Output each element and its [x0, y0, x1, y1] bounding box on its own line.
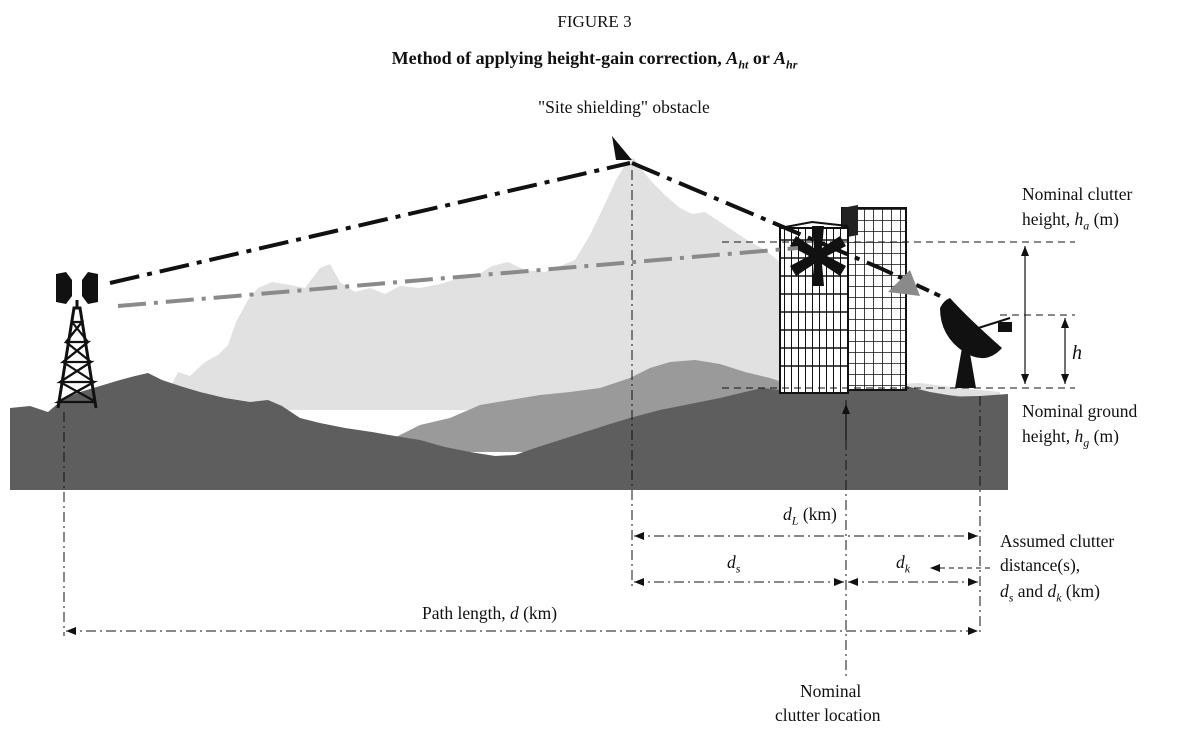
assumed-clutter-line1: Assumed clutter [1000, 531, 1115, 551]
title-var2: A [774, 48, 787, 68]
path-length-unit: (km) [518, 603, 558, 623]
obstacle-pointer-arrow [612, 136, 632, 160]
building-back [841, 205, 907, 391]
h-symbol: h [1072, 342, 1082, 364]
nominal-clutter-location-line1: Nominal [800, 681, 862, 701]
dL-unit: (km) [798, 504, 837, 524]
path-length-label: Path length, d (km) [422, 602, 557, 624]
path-length-prefix: Path length, [422, 603, 510, 623]
ground-foreground [10, 373, 1008, 490]
ds-var: d [727, 552, 736, 572]
dk-sub: k [904, 561, 911, 576]
ground-height-unit: (m) [1089, 426, 1119, 446]
assumed-clutter-line2: distance(s), [1000, 555, 1081, 575]
horizon-ray-transmitter [109, 161, 631, 285]
clutter-height-sub: a [1083, 218, 1090, 233]
dk-label: dk [896, 551, 910, 580]
path-line-gray [117, 246, 799, 308]
assumed-unit: (km) [1061, 581, 1100, 601]
h-symbol-label: h [1072, 342, 1082, 364]
assumed-dk-var: d [1047, 581, 1057, 601]
figure-label: FIGURE 3 [557, 12, 632, 31]
dL-sub: L [791, 513, 799, 528]
assumed-ds-var: d [1000, 581, 1009, 601]
clutter-height-label-line1: Nominal clutter [1022, 184, 1133, 204]
clutter-height-label-line2: height, ha (m) [1022, 208, 1119, 237]
path-length-var: d [509, 603, 519, 623]
horizon-ray-receiver [631, 161, 881, 270]
ground-height-var: h [1074, 426, 1084, 446]
title-var1-sub: ht [738, 57, 749, 72]
ds-sub: s [735, 561, 741, 576]
ground-height-label-line2: height, hg (m) [1022, 425, 1119, 454]
title-connector: or [748, 48, 774, 68]
receiver-dish-icon [940, 298, 1012, 388]
title-prefix: Method of applying height-gain correctio… [391, 48, 727, 68]
dk-var: d [896, 552, 905, 572]
clutter-height-var: h [1074, 209, 1084, 229]
ground-height-sub: g [1083, 435, 1090, 450]
assumed-clutter-line3: ds and dk (km) [1000, 580, 1100, 609]
dL-label: dL (km) [783, 503, 837, 532]
figure-title: Method of applying height-gain correctio… [0, 48, 1189, 73]
ds-label: ds [727, 551, 740, 580]
ground-height-prefix: height, [1022, 426, 1075, 446]
obstacle-label: "Site shielding" obstacle [538, 97, 710, 117]
clutter-star-icon [790, 226, 846, 286]
dL-var: d [783, 504, 792, 524]
title-var1: A [726, 48, 739, 68]
assumed-ds-sub: s [1008, 590, 1014, 605]
nominal-clutter-location-line2: clutter location [775, 705, 881, 725]
ground-height-label-line1: Nominal ground [1022, 401, 1138, 421]
clutter-height-prefix: height, [1022, 209, 1075, 229]
gray-direction-arrow [888, 270, 920, 296]
transmitter-tower-icon [53, 272, 99, 409]
assumed-dk-sub: k [1056, 590, 1062, 605]
assumed-and: and [1013, 581, 1048, 601]
title-var2-sub: hr [786, 57, 798, 72]
clutter-height-unit: (m) [1089, 209, 1119, 229]
